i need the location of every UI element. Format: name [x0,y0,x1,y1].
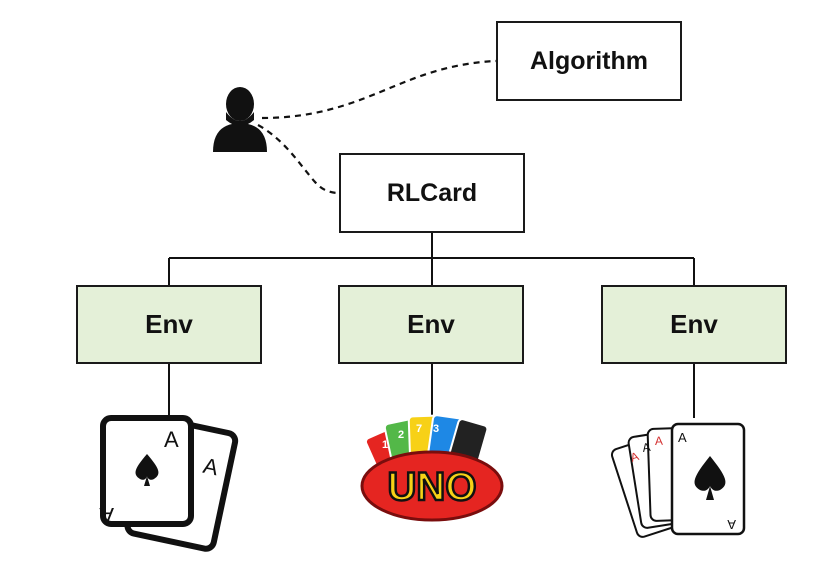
uno-card-number: 2 [398,429,404,441]
env-label: Env [145,309,193,339]
ace-rank-label: A [164,427,179,452]
uno-logo-text: UNO [388,465,477,509]
ace-rank-label: A [655,434,663,448]
uno-card-number: 1 [382,439,388,451]
env-node: Env [338,285,524,364]
algorithm-label: Algorithm [529,46,649,75]
ace-rank-label: A [201,453,221,481]
uno-card-number: 3 [433,423,439,435]
ace-rank-label: A [678,430,687,445]
two-aces-cards-icon: A A A [99,414,239,552]
env-label: Env [670,309,718,339]
user-silhouette-icon [213,87,267,152]
four-aces-fan-icon: A A A A A [610,422,746,538]
user-to-rlcard-connector [257,124,340,195]
ace-rank-label: A [641,440,651,455]
tree-connectors [168,233,695,418]
rlcard-node: RLCard [339,153,525,233]
user-to-algorithm-connector [261,59,497,120]
env-node: Env [76,285,262,364]
rlcard-label: RLCard [386,178,478,207]
spade-icon [694,456,726,500]
algorithm-node: Algorithm [496,21,682,101]
ace-rank-label: A [727,517,736,532]
uno-cards-icon: 1 2 7 3 UNO [360,414,504,522]
env-node: Env [601,285,787,364]
spade-icon [135,454,159,486]
env-label: Env [407,309,455,339]
ace-rank-label: A [629,449,641,465]
uno-card-number: 7 [416,423,422,435]
ace-rank-label: A [99,503,114,528]
